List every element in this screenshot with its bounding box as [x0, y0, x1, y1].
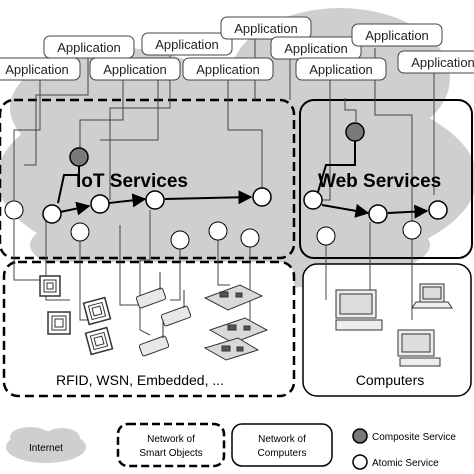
application-label: Application — [103, 62, 167, 77]
atomic-service-node[interactable] — [4, 200, 24, 220]
desktop-computer-icon — [397, 329, 441, 367]
atomic-service-node[interactable] — [303, 190, 323, 210]
atomic-service-node[interactable] — [42, 204, 62, 224]
legend-smart-objects-line1: Network of — [147, 434, 195, 445]
web-services-box — [299, 99, 473, 259]
composite-service-node[interactable] — [345, 122, 365, 142]
application-label: Application — [284, 41, 348, 56]
legend-composite-label: Composite Service — [372, 432, 456, 443]
laptop-computer-icon — [411, 283, 453, 309]
embedded-board-icon — [203, 284, 264, 311]
legend-computers-line1: Network of — [258, 434, 306, 445]
application-boxes: Application Application Application Appl… — [0, 16, 474, 81]
application-label: Application — [309, 62, 373, 77]
sensor-node-icon — [135, 272, 167, 309]
legend-internet-label: Internet — [29, 443, 63, 454]
desktop-computer-icon — [335, 289, 383, 331]
application-label: Application — [196, 62, 260, 77]
rfid-tag-icon — [47, 311, 71, 335]
application-box[interactable]: Application — [397, 50, 474, 74]
rfid-tag-icon — [82, 296, 112, 326]
web-flow-arrow — [321, 203, 370, 218]
atomic-service-node[interactable] — [316, 226, 336, 246]
application-connectors — [13, 36, 435, 228]
application-label: Application — [155, 37, 219, 52]
rfid-tag-icon — [84, 326, 114, 356]
atomic-service-node[interactable] — [428, 200, 448, 220]
application-box[interactable]: Application — [270, 36, 362, 60]
application-box[interactable]: Application — [0, 57, 81, 81]
smart-objects-label: RFID, WSN, Embedded, ... — [56, 372, 224, 388]
embedded-board-icon — [208, 317, 269, 344]
atomic-service-node[interactable] — [368, 204, 388, 224]
composite-link — [57, 166, 80, 204]
embedded-board-icon — [203, 337, 260, 361]
iot-flow-arrow — [108, 193, 147, 208]
application-label: Application — [365, 28, 429, 43]
legend-smart-objects-line2: Smart Objects — [139, 448, 202, 459]
legend-internet: Internet — [6, 427, 86, 463]
composite-link — [317, 141, 356, 193]
computers-label: Computers — [356, 372, 424, 388]
application-box[interactable]: Application — [351, 23, 443, 47]
web-flow-arrow — [387, 204, 429, 219]
application-label: Application — [5, 62, 69, 77]
iot-services-box — [0, 98, 296, 260]
legend-smart-objects: Network of Smart Objects — [116, 422, 226, 468]
rfid-tags — [39, 275, 114, 356]
atomic-service-node[interactable] — [240, 228, 260, 248]
application-box[interactable]: Application — [182, 57, 274, 81]
atomic-service-node[interactable] — [402, 220, 422, 240]
iot-flow-arrow — [59, 201, 91, 216]
application-label: Application — [57, 40, 121, 55]
atomic-service-node[interactable] — [145, 190, 165, 210]
computer-devices — [335, 283, 453, 367]
web-services-title: Web Services — [318, 171, 441, 192]
application-box[interactable]: Application — [89, 57, 181, 81]
embedded-boards — [203, 284, 269, 361]
atomic-service-node[interactable] — [208, 221, 228, 241]
application-box[interactable]: Application — [220, 16, 312, 40]
application-box[interactable]: Application — [43, 35, 135, 59]
composite-service-node[interactable] — [69, 147, 89, 167]
service-composition-paths — [57, 141, 429, 219]
application-label: Application — [234, 21, 298, 36]
legend-atomic-service: Atomic Service — [352, 454, 439, 470]
service-nodes — [4, 122, 448, 250]
wsn-sensor-nodes — [135, 272, 192, 357]
legend: Internet Network of Smart Objects Networ… — [6, 422, 456, 470]
iot-flow-arrow — [164, 190, 253, 205]
atomic-service-node[interactable] — [252, 187, 272, 207]
legend-atomic-label: Atomic Service — [372, 458, 439, 469]
atomic-service-node[interactable] — [70, 222, 90, 242]
legend-composite-service: Composite Service — [352, 428, 456, 444]
atomic-service-node[interactable] — [170, 230, 190, 250]
application-box[interactable]: Application — [295, 57, 387, 81]
legend-computers-line2: Computers — [258, 448, 307, 459]
legend-computers: Network of Computers — [231, 423, 333, 467]
sensor-node-icon — [138, 320, 170, 357]
iot-services-title: IoT Services — [76, 171, 188, 192]
application-box[interactable]: Application — [141, 32, 233, 56]
rfid-tag-icon — [39, 275, 61, 297]
atomic-service-node[interactable] — [90, 194, 110, 214]
application-label: Application — [411, 55, 474, 70]
